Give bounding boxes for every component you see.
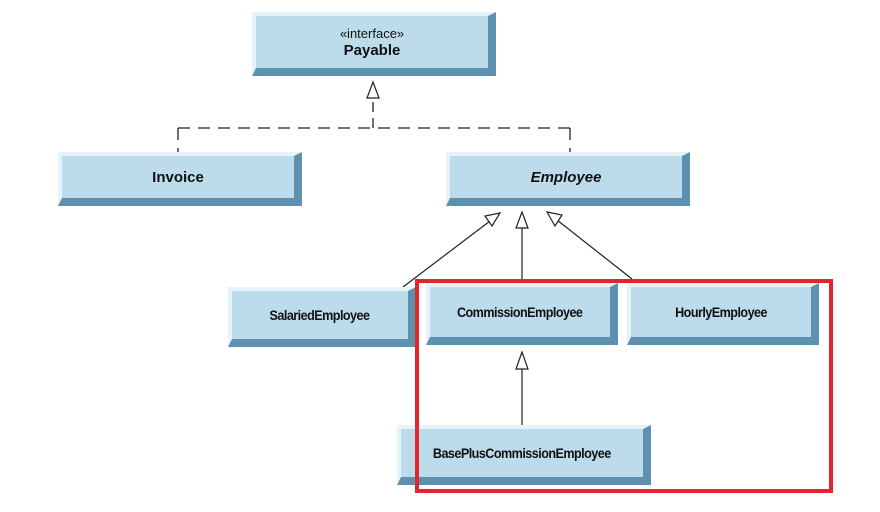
class-box-base-plus-commission-employee: BasePlusCommissionEmployee (397, 425, 651, 485)
class-name-invoice: Invoice (152, 168, 204, 186)
class-box-invoice: Invoice (58, 152, 302, 206)
highlight-rectangle (415, 279, 833, 493)
class-name-salaried-employee: SalariedEmployee (270, 307, 370, 323)
arrowhead-hourly (545, 211, 563, 228)
line-hourly-to-employee (556, 219, 633, 280)
line-salaried-to-employee (402, 220, 491, 288)
class-name-base-plus-commission-employee: BasePlusCommissionEmployee (433, 445, 611, 461)
arrowhead-salaried (483, 212, 502, 228)
class-box-payable: «interface» Payable (252, 12, 496, 76)
class-name-commission-employee: CommissionEmployee (457, 304, 583, 320)
class-box-salaried-employee: SalariedEmployee (228, 287, 416, 347)
class-name-hourly-employee: HourlyEmployee (675, 304, 767, 320)
arrowhead-baseplus (515, 350, 529, 370)
class-box-employee: Employee (446, 152, 690, 206)
stereotype-label: «interface» (339, 25, 405, 41)
class-name-payable: Payable (343, 41, 401, 59)
realization-arrowhead (366, 80, 380, 99)
class-box-commission-employee: CommissionEmployee (426, 283, 618, 345)
class-box-hourly-employee: HourlyEmployee (627, 283, 819, 345)
arrowhead-commission (515, 210, 529, 229)
class-name-employee: Employee (530, 168, 602, 186)
